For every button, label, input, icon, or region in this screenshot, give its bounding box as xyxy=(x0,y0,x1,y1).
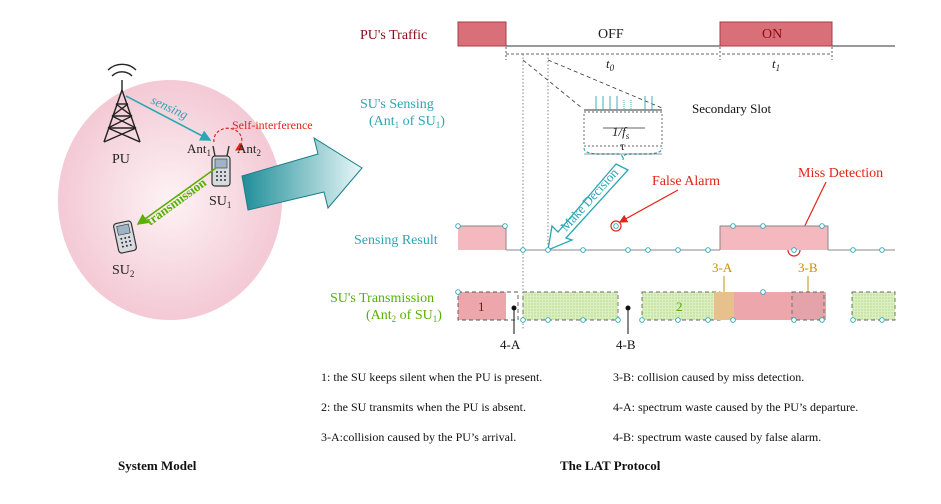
transmission-arrow xyxy=(136,167,217,225)
secondary-slot-label: Secondary Slot xyxy=(692,101,771,116)
t1-label: t1 xyxy=(772,56,780,73)
lat-protocol-caption: The LAT Protocol xyxy=(560,458,661,473)
self-interference-label: Self-interference xyxy=(232,118,313,132)
false-alarm-label: False Alarm xyxy=(652,174,720,189)
sensing-arrow xyxy=(125,95,212,141)
su2-label: SU2 xyxy=(112,263,134,279)
tau-label: τ xyxy=(620,139,625,153)
su-transmission-sub-label: (Ant2 of SU1) xyxy=(366,308,442,324)
legend-item-3: 2: the SU transmits when the PU is absen… xyxy=(321,400,526,414)
su-sensing-label: SU's Sensing xyxy=(360,97,434,112)
coverage-circle xyxy=(58,80,282,320)
system-model: PU sensing Self-interference Ant1 Ant2 S… xyxy=(58,63,313,473)
trans-collision-3b xyxy=(791,291,825,321)
legend-item-5: 3-A:collision caused by the PU’s arrival… xyxy=(321,430,516,444)
make-decision-arrow xyxy=(547,163,630,252)
trans-collision-3a xyxy=(714,292,734,320)
trans-label-2: 2 xyxy=(676,299,683,314)
legend-item-6: 4-B: spectrum waste caused by false alar… xyxy=(613,430,821,444)
pu-traffic-label: PU's Traffic xyxy=(360,28,427,43)
legend-item-2: 3-B: collision caused by miss detection. xyxy=(613,370,804,384)
trans-pu-block-1 xyxy=(458,292,506,320)
trans-green-block-1 xyxy=(522,291,619,321)
trans-green-block-2 xyxy=(641,291,721,321)
marker-4a-dot xyxy=(511,305,517,311)
trans-empty-slot-1 xyxy=(457,291,519,321)
pu-on-label: ON xyxy=(762,27,782,42)
legend-item-4: 4-A: spectrum waste caused by the PU’s d… xyxy=(613,400,858,414)
sense-on-block-2 xyxy=(720,226,828,250)
sensing-result-label: Sensing Result xyxy=(354,233,438,248)
pu-tower-icon xyxy=(103,63,141,143)
legend-item-1: 1: the SU keeps silent when the PU is pr… xyxy=(321,370,542,384)
big-arrow xyxy=(241,136,363,211)
self-interference-arc xyxy=(213,127,245,151)
pu-on-block-1 xyxy=(457,21,507,47)
sense-sample-points xyxy=(455,223,885,253)
zoom-line-1 xyxy=(522,59,583,109)
secondary-slot-zoom xyxy=(584,96,662,111)
marker-4b-dot xyxy=(625,305,631,311)
miss-detection-label: Miss Detection xyxy=(798,166,883,181)
ant1-label: Ant1 xyxy=(187,141,211,158)
marker-4a-label: 4-A xyxy=(500,337,521,352)
tau-brace xyxy=(583,147,663,161)
false-alarm-pointer xyxy=(618,189,679,223)
trans-sample-points xyxy=(455,289,885,323)
su2-phone-icon xyxy=(113,220,137,254)
marker-4b-label: 4-B xyxy=(616,337,636,352)
sense-on-block-1 xyxy=(458,226,506,250)
false-alarm-circle xyxy=(610,220,622,232)
marker-3a-label: 3-A xyxy=(712,260,733,275)
su1-label: SU1 xyxy=(209,194,231,210)
trans-green-block-3 xyxy=(851,291,896,321)
t0-label: t0 xyxy=(606,56,615,73)
lat-protocol: PU's Traffic SU's Sensing (Ant1 of SU1) … xyxy=(321,21,896,473)
pu-on-block-2 xyxy=(719,21,833,47)
marker-3b-label: 3-B xyxy=(798,260,818,275)
su-transmission-label: SU's Transmission xyxy=(330,291,434,306)
system-model-caption: System Model xyxy=(118,458,197,473)
pu-label: PU xyxy=(112,152,130,167)
fs-label: 1/fs xyxy=(612,124,630,141)
trans-label-1: 1 xyxy=(478,299,485,314)
pu-off-label: OFF xyxy=(598,27,624,42)
su-sensing-sub-label: (Ant1 of SU1) xyxy=(369,114,445,130)
ant2-label: Ant2 xyxy=(237,141,261,158)
